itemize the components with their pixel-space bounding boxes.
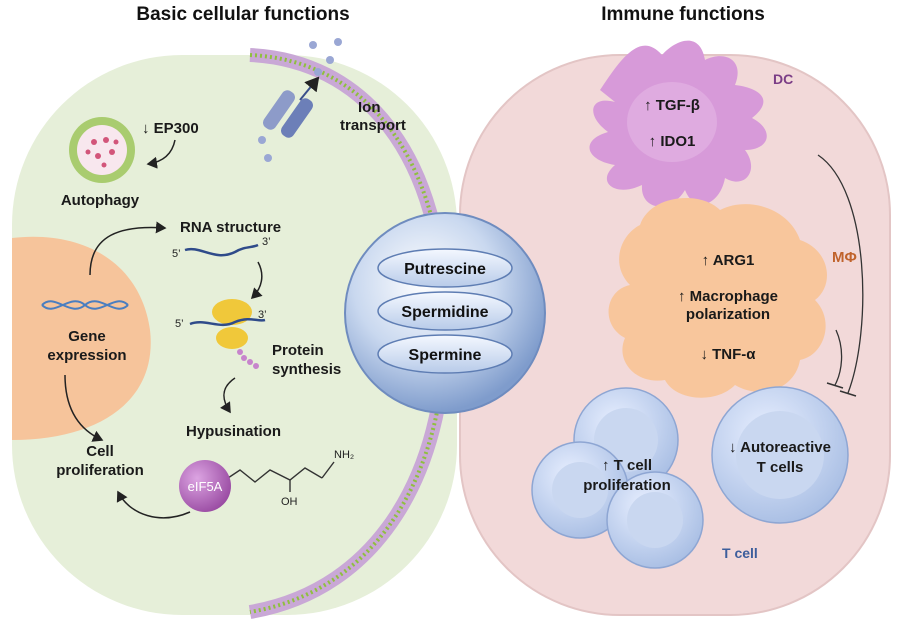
dna-icon bbox=[41, 300, 129, 310]
autoreactive-label-1: ↓ Autoreactive bbox=[729, 439, 831, 456]
tcell-prolif-label-2: proliferation bbox=[583, 477, 671, 494]
gene-expression-label-2: expression bbox=[47, 347, 126, 364]
gene-to-rna-arrow bbox=[89, 221, 167, 276]
oh-label: OH bbox=[281, 496, 298, 508]
left-title: Basic cellular functions bbox=[136, 4, 349, 25]
hypusine-chain bbox=[221, 467, 323, 483]
gene-expression-label-1: Gene bbox=[68, 328, 106, 345]
dc-inhibition-bar bbox=[839, 390, 857, 397]
rna-three-prime: 3’ bbox=[262, 236, 271, 248]
autophagosome-icon bbox=[69, 117, 135, 183]
macrophage-cell bbox=[608, 198, 827, 398]
spermidine-label: Spermidine bbox=[401, 304, 488, 321]
cell-proliferation-label-2: proliferation bbox=[56, 462, 144, 479]
tnf-alpha-label: ↓ TNF-α bbox=[700, 346, 756, 363]
cell-proliferation-label-1: Cell bbox=[86, 443, 114, 460]
dc-label: DC bbox=[773, 71, 793, 87]
ep300-label: ↓ EP300 bbox=[142, 120, 199, 137]
spermine-label: Spermine bbox=[409, 347, 482, 364]
ribo-three-prime: 3’ bbox=[258, 309, 267, 321]
tgf-beta-label: ↑ TGF-β bbox=[644, 97, 700, 114]
mphi-inhibition-bar bbox=[826, 382, 844, 389]
ribosome-icon bbox=[189, 299, 266, 369]
ion-label-2: transport bbox=[340, 117, 406, 134]
ribo-five-prime: 5’ bbox=[175, 318, 184, 330]
dendritic-cell bbox=[589, 40, 767, 207]
polyamine-sphere bbox=[344, 212, 546, 414]
putrescine-label: Putrescine bbox=[404, 261, 486, 278]
ion-label-1: Ion bbox=[358, 99, 381, 116]
spermine-pill bbox=[377, 334, 513, 374]
tcell-prolif-label-1: ↑ T cell bbox=[602, 457, 652, 474]
tcell-cluster bbox=[531, 386, 849, 569]
gene-to-prolif-arrow bbox=[64, 374, 104, 442]
nh2-label: NH₂ bbox=[334, 449, 354, 461]
ido1-label: ↑ IDO1 bbox=[649, 133, 696, 150]
hypusination-label: Hypusination bbox=[186, 423, 281, 440]
protein-synthesis-label-2: synthesis bbox=[272, 361, 341, 378]
tcell-label: T cell bbox=[722, 545, 758, 561]
macrophage-polarization-label-2: polarization bbox=[686, 306, 770, 323]
rna-five-prime: 5’ bbox=[172, 248, 181, 260]
spermidine-pill bbox=[377, 291, 513, 331]
putrescine-pill bbox=[377, 248, 513, 288]
mphi-inhibition-line bbox=[834, 329, 843, 386]
rna-strand bbox=[184, 243, 259, 257]
rna-structure-label: RNA structure bbox=[180, 219, 281, 236]
macrophage-polarization-label-1: ↑ Macrophage bbox=[678, 288, 778, 305]
macrophage-label: MΦ bbox=[832, 249, 857, 266]
ion-channel-icon bbox=[258, 38, 342, 162]
autoreactive-label-2: T cells bbox=[757, 459, 804, 476]
dc-inhibition-line bbox=[817, 154, 864, 394]
autophagy-label: Autophagy bbox=[61, 192, 140, 209]
right-title: Immune functions bbox=[601, 4, 765, 25]
synthesis-to-hypusination-arrow bbox=[220, 377, 236, 414]
ep300-arrow bbox=[146, 139, 176, 169]
arg1-label: ↑ ARG1 bbox=[702, 252, 755, 269]
nucleus bbox=[12, 236, 151, 440]
rna-to-ribosome-arrow bbox=[250, 261, 263, 300]
eif5a-label: eIF5A bbox=[188, 479, 223, 494]
eif5a-icon bbox=[179, 460, 231, 512]
eif5a-to-prolif-arrow bbox=[116, 490, 191, 519]
nh2-bond bbox=[321, 461, 335, 479]
protein-synthesis-label-1: Protein bbox=[272, 342, 324, 359]
